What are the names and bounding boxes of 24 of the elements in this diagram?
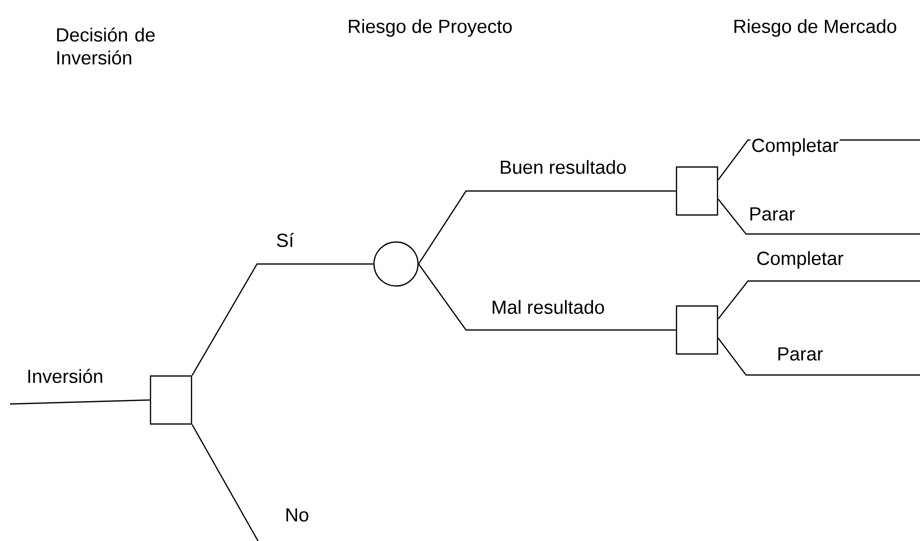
branch-line — [718, 280, 920, 320]
branch-line — [718, 338, 920, 376]
chance-circle — [373, 241, 419, 287]
branch-line — [192, 263, 374, 376]
branch-label: Parar — [776, 346, 824, 362]
decision-square — [676, 305, 718, 355]
branch-line — [192, 424, 259, 541]
branch-line — [718, 198, 920, 235]
column-heading: Riesgo de Proyecto — [348, 19, 512, 37]
decision-square — [676, 166, 718, 216]
column-heading: Decisión de Inversión — [57, 27, 155, 64]
branch-label: No — [284, 507, 310, 523]
branch-label: Parar — [748, 206, 796, 222]
branch-label: Sí — [275, 232, 295, 248]
branch-label: Inversión — [26, 368, 104, 384]
branch-label: Buen resultado — [498, 159, 628, 175]
branch-label: Completar — [750, 137, 840, 157]
branch-line — [418, 190, 676, 264]
column-heading: Riesgo de Mercado — [734, 19, 896, 37]
branch-label: Completar — [755, 250, 845, 270]
branch-label: Mal resultado — [490, 299, 606, 315]
decision-square — [150, 375, 192, 425]
branch-line — [10, 399, 150, 405]
branch-line — [418, 264, 676, 331]
